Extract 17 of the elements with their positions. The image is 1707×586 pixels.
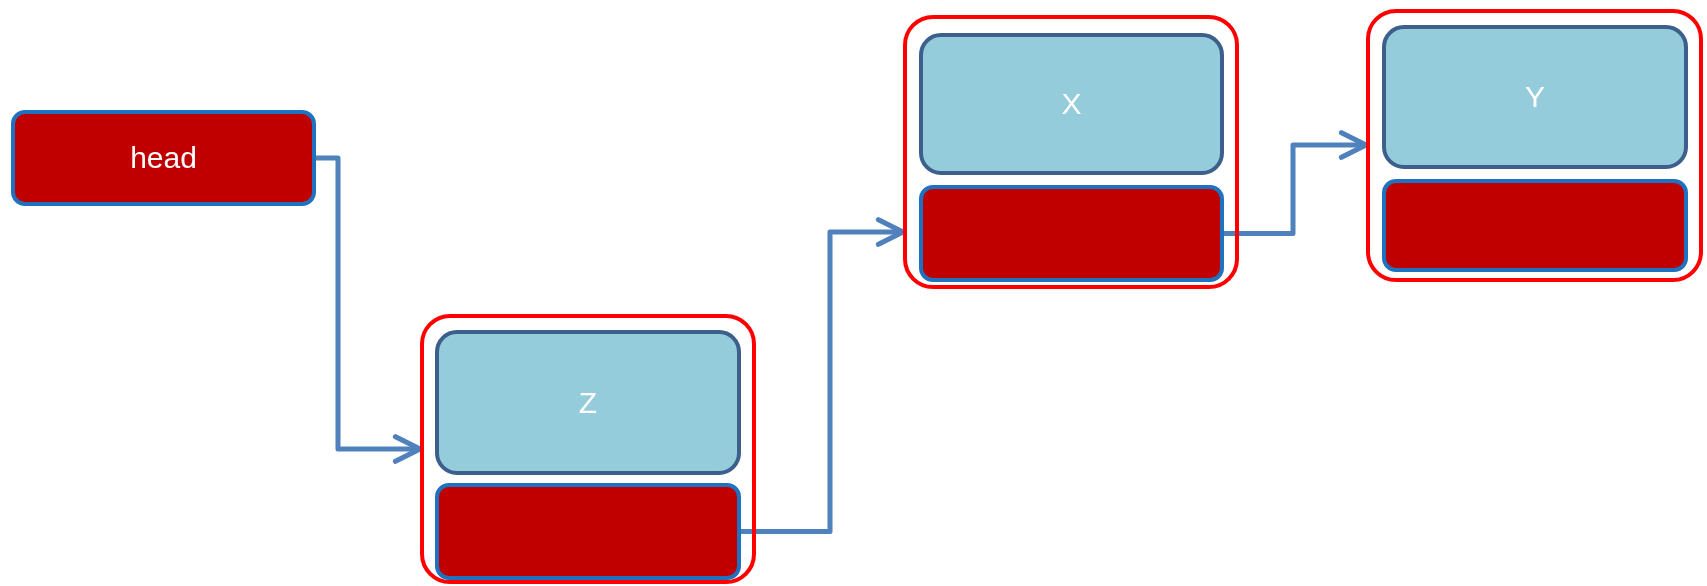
node-label: head — [130, 141, 197, 175]
pointer-box — [1382, 179, 1688, 272]
node-label: Z — [578, 385, 598, 420]
pointer-box — [435, 483, 741, 580]
node-label: X — [1061, 87, 1082, 121]
pointer-box — [11, 110, 316, 206]
value-box — [1382, 25, 1688, 169]
arrow — [741, 217, 906, 534]
value-box — [919, 33, 1224, 175]
arrow — [316, 155, 423, 464]
node-frame — [1366, 9, 1703, 282]
value-box — [435, 330, 741, 475]
node-frame — [903, 15, 1239, 289]
pointer-box — [919, 185, 1224, 282]
node-label: Y — [1525, 80, 1545, 114]
arrow — [1224, 130, 1369, 236]
node-frame — [420, 314, 756, 584]
